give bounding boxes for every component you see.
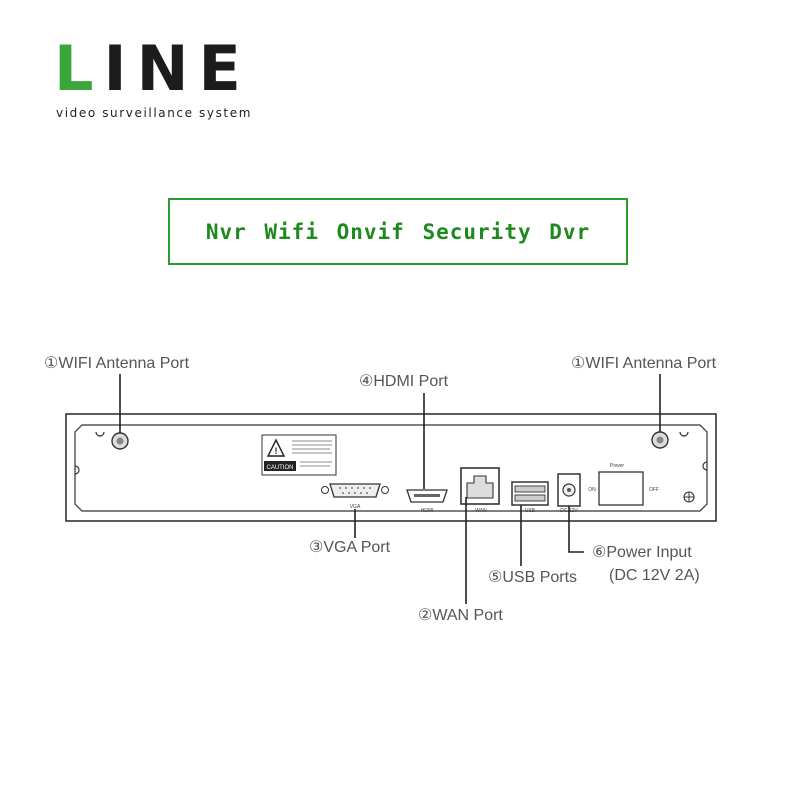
wan-port-shape: WAN — [460, 467, 500, 514]
logo-letter-l: L — [54, 32, 104, 105]
vga-panel-text: VGA — [350, 504, 361, 510]
hdmi-port-shape: HDMI — [406, 489, 448, 514]
callout-usb: ⑤USB Ports — [488, 569, 578, 586]
callout-wan: ②WAN Port — [418, 607, 503, 624]
callout-leader-lines — [119, 374, 661, 604]
logo-letter-e: E — [198, 32, 251, 105]
ground-screw-icon — [683, 491, 695, 503]
wan-panel-text: WAN — [475, 508, 487, 514]
usb-panel-text: USB — [525, 508, 536, 514]
caution-label: ! CAUTION — [261, 434, 337, 476]
usb-ports-shape: USB — [511, 481, 549, 514]
callout-vga: ③VGA Port — [309, 539, 391, 556]
leader-power — [568, 506, 584, 553]
power-panel-text: Power — [610, 463, 625, 469]
title-text: Nvr Wifi Onvif Security Dvr — [205, 219, 591, 244]
power-switch-shape: Power ON OFF — [588, 463, 659, 506]
notch-left — [74, 465, 80, 475]
logo-tagline: video surveillance system — [56, 106, 253, 120]
chassis-outer — [65, 413, 717, 522]
callout-wifi-right: ①WIFI Antenna Port — [571, 355, 717, 372]
chassis-inner-panel — [74, 424, 708, 512]
hdmi-panel-text: HDMI — [421, 508, 434, 514]
wifi-antenna-right-connector — [651, 431, 669, 449]
title-box: Nvr Wifi Onvif Security Dvr — [168, 198, 628, 265]
logo: LINE — [54, 38, 251, 100]
callout-power-spec: (DC 12V 2A) — [609, 567, 700, 584]
callout-hdmi: ④HDMI Port — [359, 373, 449, 390]
notch-top-right — [679, 431, 689, 437]
callout-power: ⑥Power Input — [592, 544, 692, 561]
notch-right — [702, 461, 708, 471]
off-panel-text: OFF — [649, 487, 659, 493]
svg-text:!: ! — [275, 446, 278, 456]
on-panel-text: ON — [588, 487, 596, 493]
logo-letter-n: N — [136, 32, 199, 105]
caution-text: CAUTION — [267, 465, 294, 471]
callout-wifi-left: ①WIFI Antenna Port — [44, 355, 190, 372]
notch-top-left — [95, 431, 105, 437]
logo-letter-i: I — [103, 32, 137, 105]
vga-port-shape: VGA — [321, 483, 389, 510]
wifi-antenna-left-connector — [111, 432, 129, 450]
